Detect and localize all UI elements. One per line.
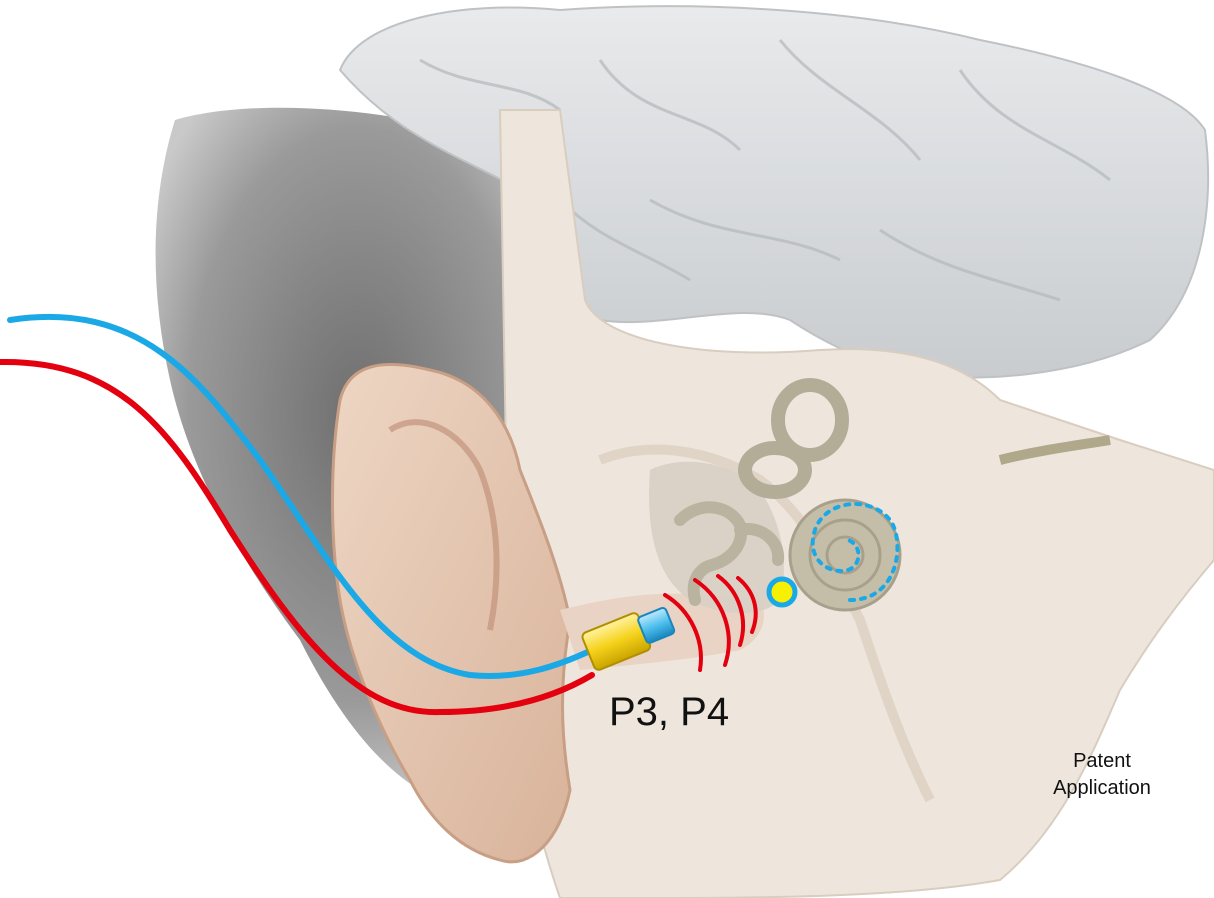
probe-label: P3, P4 xyxy=(609,690,729,735)
sensor-dot xyxy=(769,579,795,605)
patent-note: Patent Application xyxy=(1040,748,1164,802)
patent-note-line2: Application xyxy=(1040,775,1164,802)
patent-note-line1: Patent xyxy=(1040,748,1164,775)
cochlea xyxy=(790,500,900,610)
